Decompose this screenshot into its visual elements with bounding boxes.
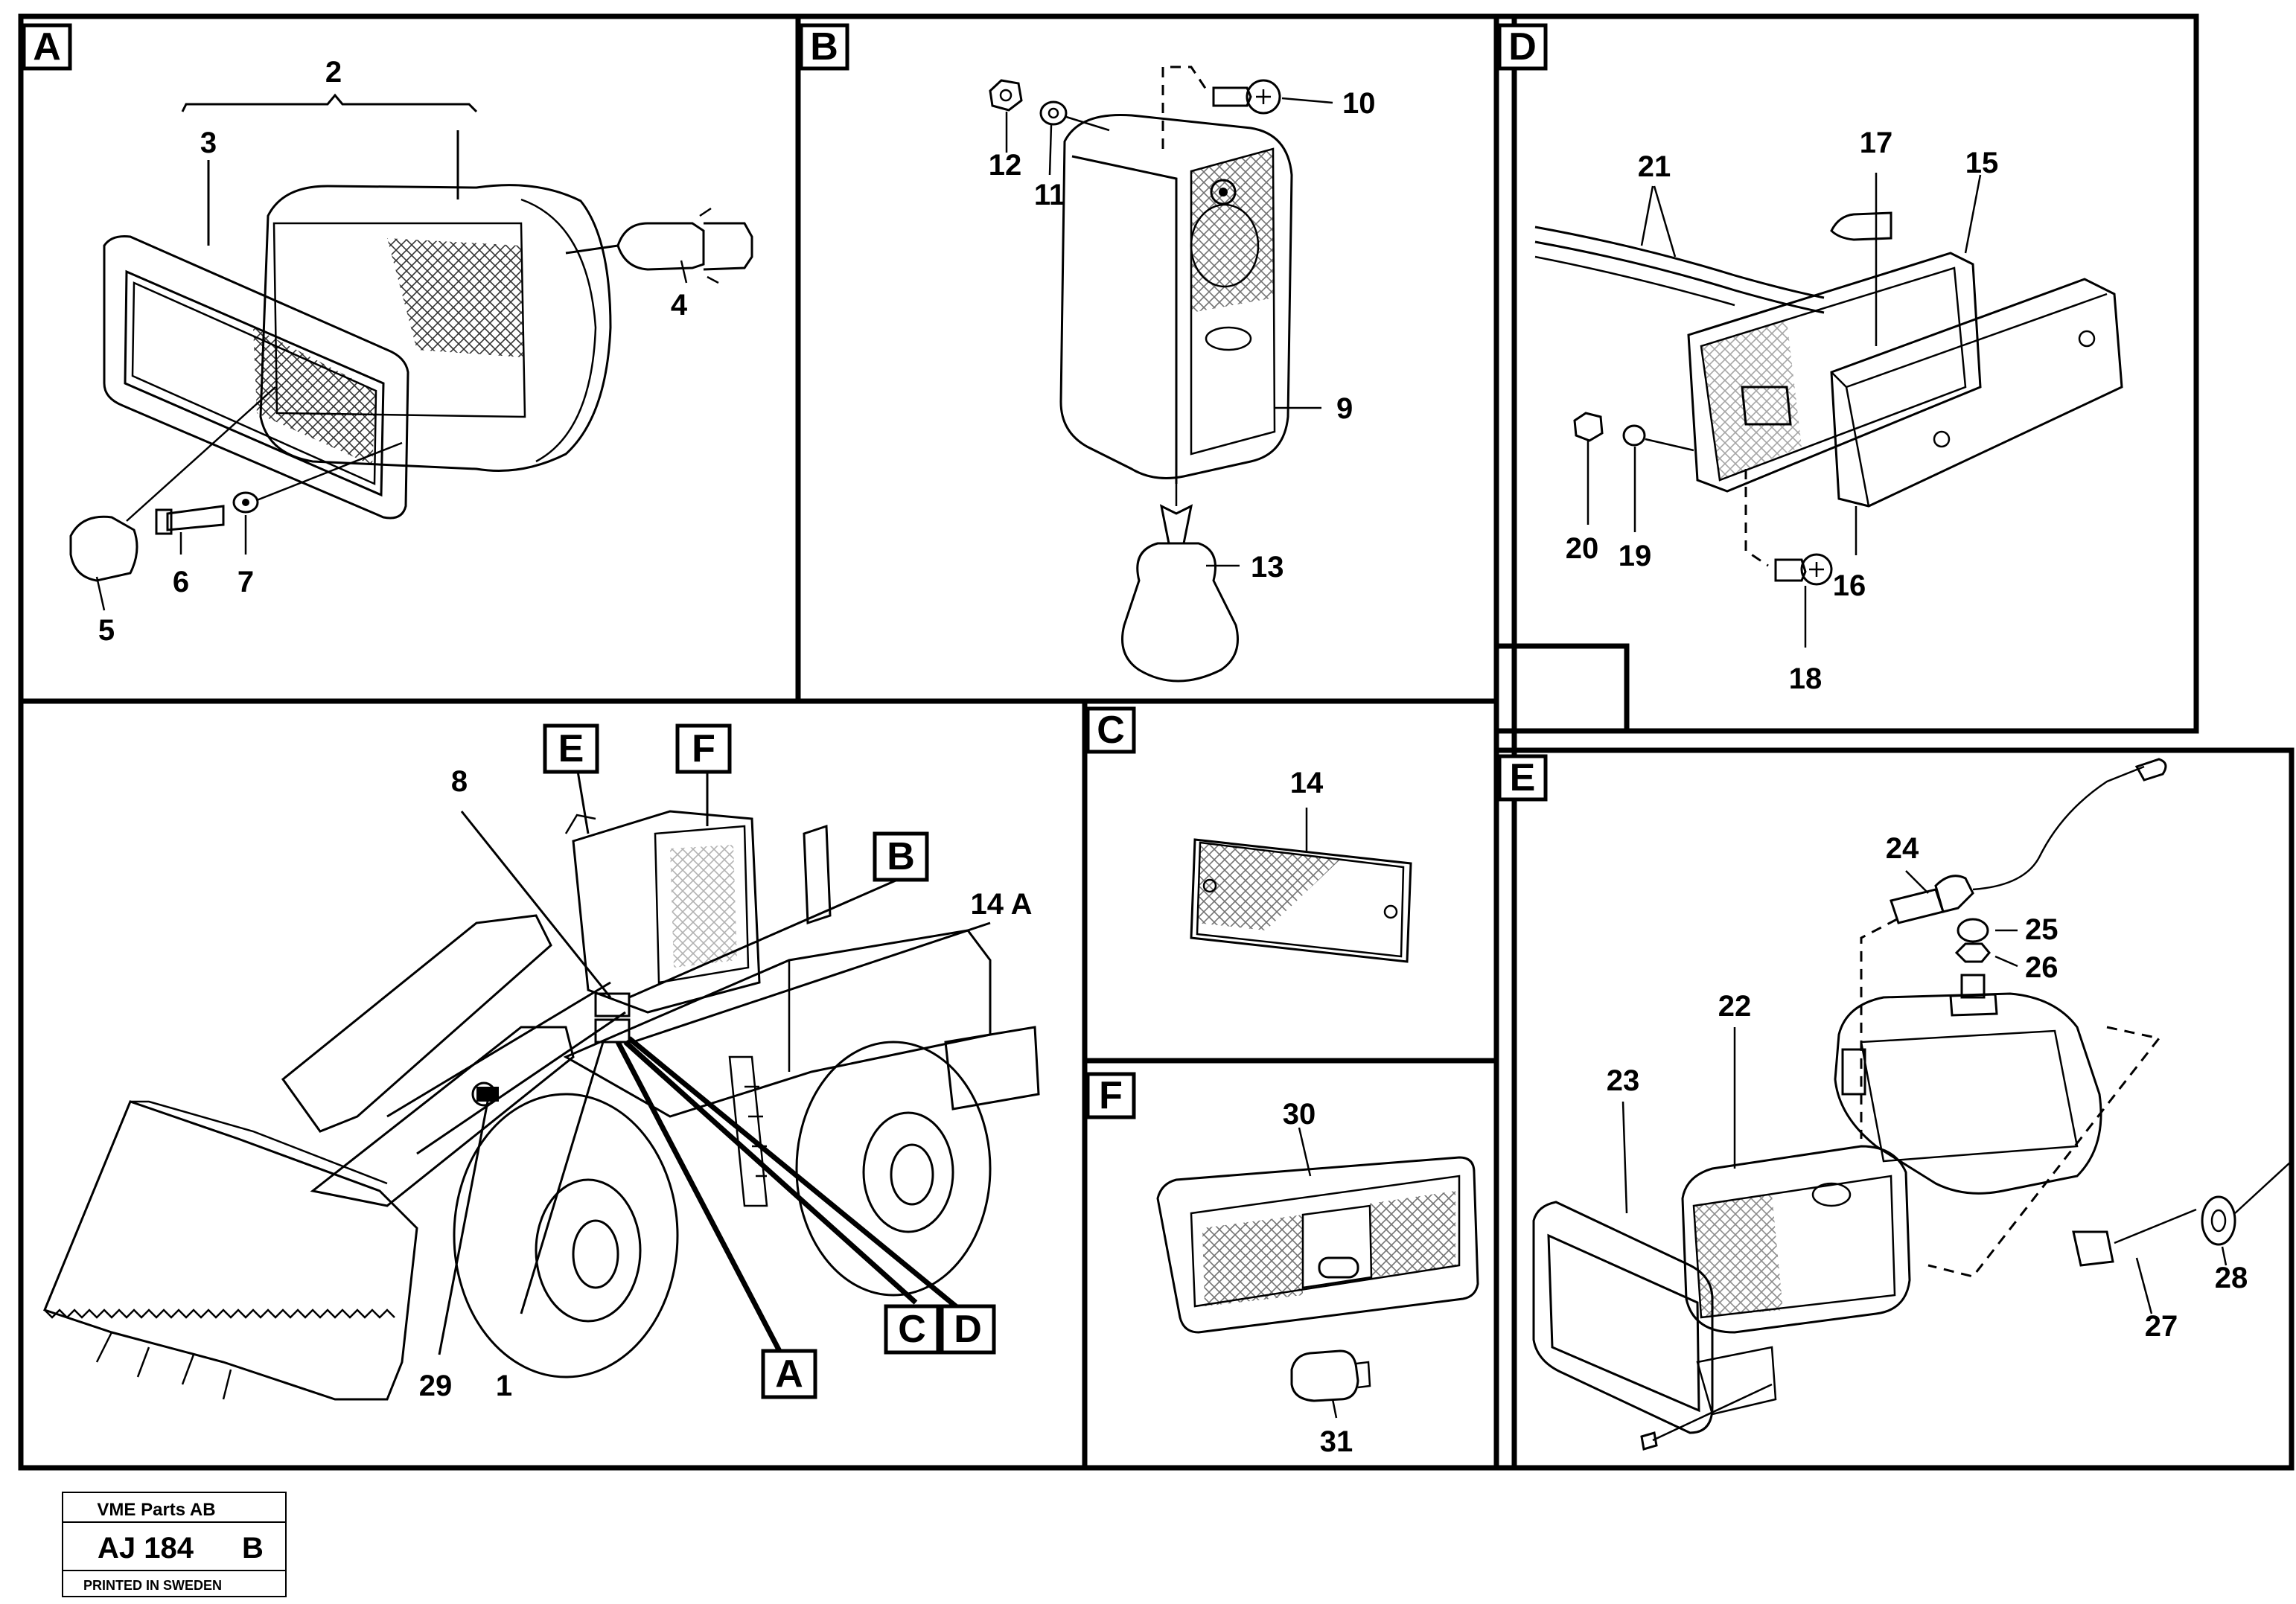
callout-9: 9	[1336, 392, 1353, 425]
callout-14a: 14 A	[970, 888, 1032, 921]
panel-f-interior-lamp	[1156, 1127, 1479, 1419]
loader-box-e: E	[543, 723, 599, 774]
callout-15: 15	[1965, 147, 1999, 179]
footer-info-block	[62, 1492, 287, 1597]
callout-3: 3	[200, 127, 217, 159]
callout-14: 14	[1290, 767, 1324, 799]
callout-22: 22	[1718, 990, 1752, 1023]
callout-17: 17	[1860, 127, 1893, 159]
panel-e-work-lamp	[1532, 758, 2292, 1451]
loader-box-f: F	[675, 723, 732, 774]
callout-5: 5	[98, 614, 115, 647]
svg-text:A: A	[775, 1352, 803, 1396]
svg-text:E: E	[1510, 756, 1536, 799]
section-label-e: E	[1497, 754, 1548, 802]
panel-d-rear-lamp	[1534, 173, 2123, 648]
loader-box-d: D	[940, 1304, 996, 1355]
callout-2: 2	[325, 56, 342, 89]
svg-text:C: C	[898, 1308, 926, 1351]
callout-27: 27	[2145, 1310, 2178, 1343]
svg-text:B: B	[887, 835, 915, 878]
callout-4: 4	[671, 289, 688, 322]
footer-printed: PRINTED IN SWEDEN	[83, 1578, 222, 1593]
section-label-c: C	[1085, 706, 1136, 754]
callout-13: 13	[1251, 551, 1284, 584]
callout-21: 21	[1638, 150, 1671, 183]
svg-text:F: F	[692, 727, 715, 770]
callout-23: 23	[1607, 1064, 1640, 1097]
callout-10: 10	[1342, 87, 1376, 120]
callout-20: 20	[1566, 532, 1599, 565]
callout-26: 26	[2025, 951, 2059, 984]
svg-text:D: D	[1508, 25, 1537, 68]
callout-31: 31	[1320, 1425, 1353, 1458]
callout-24: 24	[1886, 832, 1919, 865]
callout-11: 11	[1034, 179, 1065, 211]
callout-8: 8	[451, 765, 468, 798]
callout-16: 16	[1833, 569, 1866, 602]
callout-25: 25	[2025, 913, 2059, 946]
section-label-d: D	[1497, 23, 1548, 71]
callout-12: 12	[989, 149, 1022, 182]
panel-a-headlamp	[69, 93, 753, 611]
callout-18: 18	[1789, 662, 1823, 695]
callout-30: 30	[1283, 1098, 1316, 1131]
loader-box-a: A	[761, 1349, 817, 1399]
section-label-f: F	[1085, 1072, 1136, 1119]
callout-7: 7	[237, 566, 254, 598]
footer-company: VME Parts AB	[97, 1500, 215, 1520]
footer-code: AJ 184	[98, 1532, 194, 1565]
callout-6: 6	[173, 566, 189, 598]
panel-b-marker-lamp	[989, 65, 1333, 683]
footer-revision: B	[242, 1532, 264, 1565]
panel-c-reflector	[1190, 808, 1412, 963]
callout-1: 1	[496, 1370, 512, 1402]
section-label-a: A	[22, 23, 72, 71]
callout-28: 28	[2215, 1262, 2248, 1294]
section-label-b: B	[799, 23, 849, 71]
loader-box-c: C	[884, 1304, 940, 1355]
panel-frames	[18, 13, 2295, 1471]
callout-29: 29	[419, 1370, 453, 1402]
svg-text:C: C	[1097, 709, 1125, 752]
svg-text:B: B	[810, 25, 838, 68]
svg-text:A: A	[33, 25, 61, 68]
panel-loader-overview	[43, 766, 1040, 1401]
svg-text:E: E	[558, 727, 584, 770]
svg-text:D: D	[954, 1308, 982, 1351]
callout-19: 19	[1619, 540, 1652, 572]
svg-text:F: F	[1099, 1074, 1123, 1117]
loader-box-b: B	[873, 831, 929, 882]
